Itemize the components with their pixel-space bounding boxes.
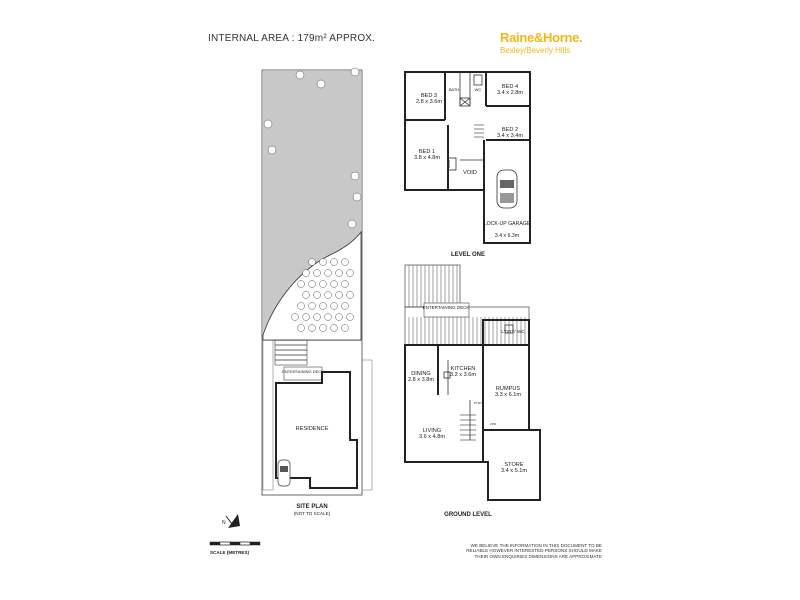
store-size: 3.4 x 5.1m — [501, 468, 527, 474]
agency-name: Raine&Horne. — [500, 30, 583, 45]
site-deck: ENTERTAINING DECK — [274, 339, 324, 381]
side-garden-strip-right — [361, 359, 373, 491]
residence-footprint — [275, 371, 358, 489]
tree-icon — [316, 79, 326, 89]
dining-size: 2.8 x 3.8m — [408, 377, 434, 383]
shrub-icon — [308, 258, 316, 266]
shrub-icon — [346, 291, 354, 299]
level-one-plan: BED 3 2.8 x 3.6m BED 4 3.4 x 2.8m BED 2 … — [404, 71, 531, 258]
shrub-icon — [308, 280, 316, 288]
tree-icon — [295, 70, 305, 80]
bed3-name: BED 3 — [421, 93, 437, 99]
shrub-icon — [330, 324, 338, 332]
bed1-size: 3.8 x 4.8m — [414, 155, 440, 161]
bed1-name: BED 1 — [419, 149, 435, 155]
shrub-icon — [319, 302, 327, 310]
shrub-icon — [313, 313, 321, 321]
void-label: VOID — [463, 170, 477, 176]
north-arrow-icon: N — [222, 514, 240, 528]
site-deck-label: ENTERTAINING DECK — [282, 369, 324, 374]
shrub-icon — [346, 313, 354, 321]
shrub-icon — [291, 313, 299, 321]
shrub-icon — [330, 302, 338, 310]
shrub-icon — [297, 302, 305, 310]
site-plan-title: SITE PLAN — [296, 504, 327, 510]
kitchen-name: KITCHEN — [451, 366, 476, 372]
site-boundary — [261, 69, 363, 496]
shrub-icon — [346, 269, 354, 277]
shrub-icon — [335, 291, 343, 299]
shrub-icon — [330, 280, 338, 288]
shrub-icon — [319, 280, 327, 288]
side-garden-strip — [262, 339, 274, 491]
scale-label: SCALE (METRES) — [210, 550, 250, 555]
tree-icon — [267, 145, 277, 155]
tree-icon — [350, 171, 360, 181]
living-name: LIVING — [423, 428, 441, 434]
residence-label: RESIDENCE — [296, 426, 329, 432]
internal-area-label: INTERNAL AREA : 179m² APPROX. — [208, 33, 376, 44]
rumpus-size: 3.3 x 6.1m — [495, 392, 521, 398]
kitchen-size: 3.2 x 3.6m — [450, 372, 476, 378]
tree-icon — [350, 67, 360, 77]
ground-level-title: GROUND LEVEL — [444, 512, 492, 518]
deck-label: ENTERTAINING DECK — [423, 305, 470, 310]
shrub-icon — [297, 324, 305, 332]
north-label: N — [222, 520, 226, 526]
shrub-icon — [308, 324, 316, 332]
tree-icon — [263, 119, 273, 129]
level-one-title: LEVEL ONE — [451, 252, 485, 258]
shrub-icon — [324, 313, 332, 321]
robe-label: ROBE — [447, 160, 451, 169]
garage-size: 3.4 x 6.3m — [495, 233, 519, 239]
bed2-size: 3.4 x 3.4m — [497, 133, 523, 139]
ground-level-plan: ENTERTAINING DECK L'DRY/ WC DINING 2.8 x… — [404, 264, 541, 518]
shrub-icon — [341, 280, 349, 288]
shrub-icon — [302, 269, 310, 277]
shrub-icon — [341, 258, 349, 266]
agency-logo: Raine&Horne. Bexley/Beverly Hills — [500, 30, 583, 55]
shrub-icon — [341, 324, 349, 332]
garage-name: LOCK-UP GARAGE — [484, 221, 531, 227]
agency-office: Bexley/Beverly Hills — [500, 46, 571, 55]
bed3-size: 2.8 x 3.6m — [416, 99, 442, 105]
pantry-label: PTRY — [474, 401, 482, 405]
shrub-icon — [341, 302, 349, 310]
shrub-icon — [319, 258, 327, 266]
garden-shrubs — [291, 258, 354, 332]
shrub-icon — [302, 291, 310, 299]
shrub-icon — [324, 269, 332, 277]
shrub-icon — [313, 269, 321, 277]
bed2-name: BED 2 — [502, 127, 518, 133]
shrub-icon — [308, 302, 316, 310]
car-icon — [277, 459, 291, 487]
shrub-icon — [335, 269, 343, 277]
living-size: 3.6 x 4.8m — [419, 434, 445, 440]
shrub-icon — [324, 291, 332, 299]
dining-name: DINING — [411, 371, 431, 377]
lawn-trees — [263, 67, 362, 229]
car-windscreen-icon — [280, 466, 288, 472]
disclaimer-text: WE BELIEVE THE INFORMATION IN THIS DOCUM… — [466, 543, 602, 559]
bed4-name: BED 4 — [502, 84, 518, 90]
cupboard-label: CPD — [490, 422, 497, 426]
store-name: STORE — [504, 462, 523, 468]
shrub-icon — [302, 313, 310, 321]
tree-icon — [347, 219, 357, 229]
shrub-icon — [313, 291, 321, 299]
rumpus-name: RUMPUS — [496, 386, 521, 392]
tree-icon — [352, 192, 362, 202]
shrub-icon — [335, 313, 343, 321]
shrub-icon — [330, 258, 338, 266]
laundry-label: L'DRY/ WC — [501, 329, 525, 334]
site-plan: ENTERTAINING DECK RESIDENCE SITE PLAN (N… — [209, 67, 373, 555]
bed4-size: 3.4 x 2.8m — [497, 90, 523, 96]
shrub-icon — [297, 280, 305, 288]
bath-label: BATH — [449, 87, 459, 92]
shrub-icon — [319, 324, 327, 332]
wc-label: WC — [475, 87, 482, 92]
scale-bar: SCALE (METRES) — [209, 541, 261, 555]
site-plan-subtitle: (NOT TO SCALE) — [294, 511, 331, 516]
